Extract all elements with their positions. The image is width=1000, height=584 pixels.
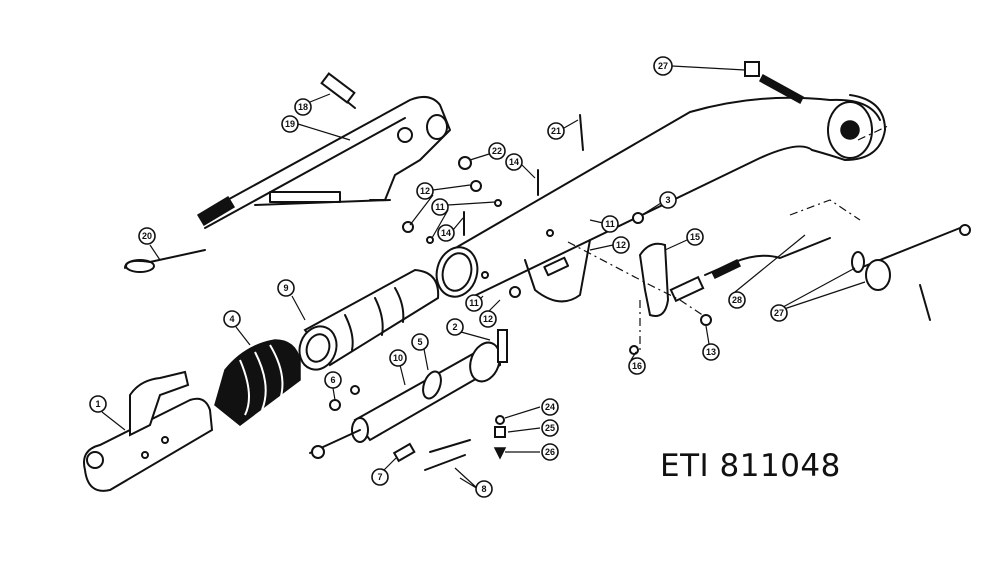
callout-leaders	[101, 65, 866, 490]
callout-5: 5	[411, 333, 429, 351]
callout-12-a: 12	[416, 182, 434, 200]
callout-8: 8	[475, 480, 493, 498]
callout-6: 6	[324, 371, 342, 389]
svg-text:3: 3	[665, 195, 670, 205]
callout-21: 21	[547, 122, 565, 140]
callout-7: 7	[371, 468, 389, 486]
svg-text:18: 18	[298, 102, 308, 112]
callout-12-b: 12	[612, 236, 630, 254]
callout-16: 16	[628, 357, 646, 375]
svg-text:12: 12	[483, 314, 493, 324]
svg-text:7: 7	[377, 472, 382, 482]
svg-text:25: 25	[545, 423, 555, 433]
damper-sleeve	[298, 268, 440, 371]
callout-10: 10	[389, 349, 407, 367]
svg-text:14: 14	[441, 228, 451, 238]
callout-28: 28	[728, 291, 746, 309]
callout-22: 22	[488, 142, 506, 160]
callout-26: 26	[541, 443, 559, 461]
svg-text:5: 5	[417, 337, 422, 347]
shock-absorber	[309, 329, 508, 471]
brake-linkage	[567, 124, 971, 350]
svg-text:9: 9	[283, 283, 288, 293]
svg-text:14: 14	[509, 157, 519, 167]
svg-text:11: 11	[605, 219, 615, 229]
fasteners	[329, 61, 804, 411]
callout-1: 1	[89, 395, 107, 413]
sleeve-ring	[435, 246, 479, 298]
svg-text:15: 15	[690, 232, 700, 242]
svg-text:10: 10	[393, 353, 403, 363]
callout-12-c: 12	[479, 310, 497, 328]
svg-text:24: 24	[545, 402, 555, 412]
callout-20: 20	[138, 227, 156, 245]
callout-14-b: 14	[437, 224, 455, 242]
svg-text:13: 13	[706, 347, 716, 357]
svg-text:11: 11	[469, 298, 479, 308]
callout-27-bottom: 27	[770, 304, 788, 322]
callout-15: 15	[686, 228, 704, 246]
svg-text:4: 4	[229, 314, 234, 324]
callout-11-a: 11	[431, 198, 449, 216]
callout-3: 3	[659, 191, 677, 209]
breakaway-cable	[124, 249, 206, 273]
svg-text:2: 2	[452, 322, 457, 332]
svg-text:27: 27	[774, 308, 784, 318]
callout-2: 2	[446, 318, 464, 336]
svg-text:12: 12	[616, 240, 626, 250]
svg-text:6: 6	[330, 375, 335, 385]
callout-24: 24	[541, 398, 559, 416]
svg-text:27: 27	[658, 61, 668, 71]
svg-text:19: 19	[285, 119, 295, 129]
callout-19: 19	[281, 115, 299, 133]
svg-text:8: 8	[481, 484, 486, 494]
svg-text:11: 11	[435, 202, 445, 212]
handbrake-lever	[196, 72, 451, 229]
callout-11-c: 11	[465, 294, 483, 312]
callout-11-b: 11	[601, 215, 619, 233]
svg-text:22: 22	[492, 146, 502, 156]
callout-9: 9	[277, 279, 295, 297]
svg-text:21: 21	[551, 126, 561, 136]
svg-text:1: 1	[95, 399, 100, 409]
callout-13: 13	[702, 343, 720, 361]
callout-4: 4	[223, 310, 241, 328]
callout-27-top: 27	[653, 56, 673, 76]
diagram-reference-number: ETI 811048	[660, 448, 841, 484]
callout-14-a: 14	[505, 153, 523, 171]
drawbar-tube	[451, 94, 886, 303]
callout-18: 18	[294, 98, 312, 116]
svg-text:16: 16	[632, 361, 642, 371]
callout-25: 25	[541, 419, 559, 437]
coupling-head	[83, 370, 214, 492]
svg-text:28: 28	[732, 295, 742, 305]
bellows	[214, 339, 301, 426]
svg-text:12: 12	[420, 186, 430, 196]
svg-text:26: 26	[545, 447, 555, 457]
svg-text:20: 20	[142, 231, 152, 241]
